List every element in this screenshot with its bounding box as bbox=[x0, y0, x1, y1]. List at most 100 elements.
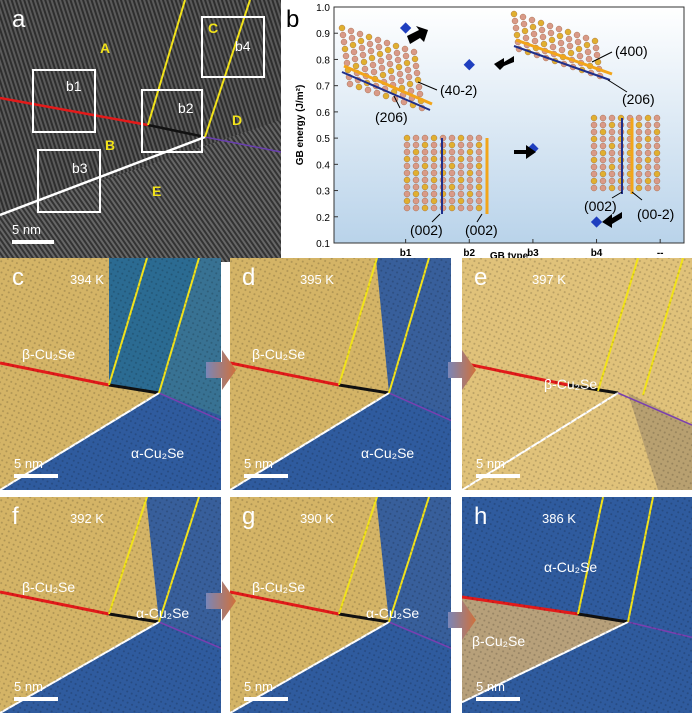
scale-label: 5 nm bbox=[476, 456, 505, 471]
y-tick-label: 0.1 bbox=[316, 239, 330, 250]
structure-illustration-4 bbox=[590, 114, 661, 194]
y-tick-label: 0.5 bbox=[316, 134, 330, 145]
panel-h: h 386 K β-Cu₂Se α-Cu₂Se 5 nm bbox=[462, 497, 692, 713]
y-axis-label: GB energy (J/m²) bbox=[295, 85, 306, 166]
panel-f: f 392 K β-Cu₂Se α-Cu₂Se 5 nm bbox=[0, 497, 221, 713]
y-tick-label: 0.2 bbox=[316, 213, 330, 224]
structure-illustration-2 bbox=[510, 10, 613, 81]
arrow-right-icon bbox=[448, 350, 476, 390]
panel-label: e bbox=[474, 264, 488, 291]
scale-bar bbox=[476, 474, 520, 478]
x-tick-label: b2 bbox=[463, 248, 475, 259]
panel-a: a A B C D E b1 b2 b3 b4 5 nm bbox=[0, 0, 281, 262]
structure-illustration-1 bbox=[338, 24, 433, 112]
y-tick-label: 0.8 bbox=[316, 55, 330, 66]
beta-phase-label: β-Cu₂Se bbox=[472, 633, 526, 649]
temperature-label: 397 K bbox=[532, 272, 566, 287]
scale-bar bbox=[244, 474, 288, 478]
beta-phase-label: β-Cu₂Se bbox=[22, 579, 76, 595]
annotation: (206) bbox=[622, 91, 655, 107]
alpha-phase-label: α-Cu₂Se bbox=[544, 559, 598, 575]
box-b2 bbox=[141, 89, 203, 153]
region-c: C bbox=[208, 20, 219, 36]
alpha-phase-label: α-Cu₂Se bbox=[131, 445, 185, 461]
x-axis-label: GB type bbox=[490, 251, 529, 262]
data-point bbox=[590, 216, 603, 228]
panel-label: a bbox=[12, 6, 26, 33]
box-label-b4: b4 bbox=[235, 38, 251, 54]
arrow-icon bbox=[602, 212, 622, 228]
y-tick-label: 0.7 bbox=[316, 82, 330, 93]
x-tick-label: b4 bbox=[591, 248, 603, 259]
temperature-label: 386 K bbox=[542, 511, 576, 526]
scale-label: 5 nm bbox=[12, 222, 41, 237]
y-tick-label: 1.0 bbox=[316, 3, 330, 14]
y-tick-label: 0.6 bbox=[316, 108, 330, 119]
annotation: (002) bbox=[465, 222, 498, 238]
y-tick-label: 0.4 bbox=[316, 160, 330, 171]
chart-svg: 0.1 0.2 0.3 0.4 0.5 0.6 0.7 0.8 0.9 1.0 b1 b2 b3 b4 -… bbox=[295, 3, 685, 262]
region-e: E bbox=[152, 183, 162, 199]
scale-label: 5 nm bbox=[244, 456, 273, 471]
box-b4 bbox=[201, 16, 265, 78]
box-label-b3: b3 bbox=[72, 160, 88, 176]
data-point bbox=[463, 59, 475, 71]
beta-phase-label: β-Cu₂Se bbox=[252, 579, 306, 595]
panel-label: d bbox=[242, 264, 256, 291]
arrow-icon bbox=[494, 56, 514, 70]
scale-bar bbox=[476, 697, 520, 701]
alpha-phase-label: α-Cu₂Se bbox=[136, 605, 190, 621]
scale-label: 5 nm bbox=[14, 679, 43, 694]
panel-g: g 390 K β-Cu₂Se α-Cu₂Se 5 nm bbox=[230, 497, 451, 713]
panel-label: c bbox=[12, 264, 24, 291]
panel-label: g bbox=[242, 503, 256, 530]
arrow-right-icon bbox=[206, 581, 236, 621]
x-tick-label: -- bbox=[657, 248, 664, 259]
micrograph-image bbox=[230, 258, 451, 490]
scale-bar bbox=[12, 240, 54, 244]
panel-label: f bbox=[12, 503, 19, 530]
panel-label: h bbox=[474, 503, 488, 530]
scale-label: 5 nm bbox=[244, 679, 273, 694]
y-tick-label: 0.3 bbox=[316, 187, 330, 198]
annotation: (002) bbox=[410, 222, 443, 238]
temperature-label: 394 K bbox=[70, 272, 104, 287]
temperature-label: 395 K bbox=[300, 272, 334, 287]
region-b: B bbox=[105, 137, 116, 153]
scale-bar bbox=[14, 474, 58, 478]
x-tick-label: b1 bbox=[400, 248, 412, 259]
panel-label: b bbox=[286, 6, 300, 33]
micrograph-image bbox=[230, 497, 451, 713]
scale-label: 5 nm bbox=[14, 456, 43, 471]
panel-a-image bbox=[0, 0, 281, 262]
annotation: (002) bbox=[584, 198, 617, 214]
micrograph-image bbox=[0, 497, 221, 713]
micrograph-image bbox=[462, 258, 692, 490]
annotation: (206) bbox=[375, 109, 408, 125]
box-b3 bbox=[37, 149, 101, 213]
annotation: (00-2) bbox=[637, 206, 674, 222]
arrow-icon bbox=[514, 145, 536, 159]
alpha-phase-label: α-Cu₂Se bbox=[361, 445, 415, 461]
arrow-icon bbox=[407, 26, 428, 44]
box-label-b1: b1 bbox=[66, 78, 82, 94]
panel-c: c 394 K β-Cu₂Se α-Cu₂Se 5 nm bbox=[0, 258, 221, 490]
beta-phase-label: β-Cu₂Se bbox=[22, 346, 76, 362]
arrow-right-icon bbox=[448, 600, 476, 640]
arrow-right-icon bbox=[206, 350, 236, 390]
temperature-label: 390 K bbox=[300, 511, 334, 526]
temperature-label: 392 K bbox=[70, 511, 104, 526]
region-d: D bbox=[232, 112, 243, 128]
alpha-phase-label: α-Cu₂Se bbox=[366, 605, 420, 621]
micrograph-image bbox=[462, 497, 692, 713]
box-label-b2: b2 bbox=[178, 100, 194, 116]
scale-label: 5 nm bbox=[476, 679, 505, 694]
x-tick-label: b3 bbox=[527, 248, 539, 259]
box-b1 bbox=[32, 69, 96, 133]
micrograph-image bbox=[0, 258, 221, 490]
beta-phase-label: β-Cu₂Se bbox=[544, 376, 598, 392]
y-tick-label: 0.9 bbox=[316, 29, 330, 40]
annotation: (40-2) bbox=[440, 82, 477, 98]
